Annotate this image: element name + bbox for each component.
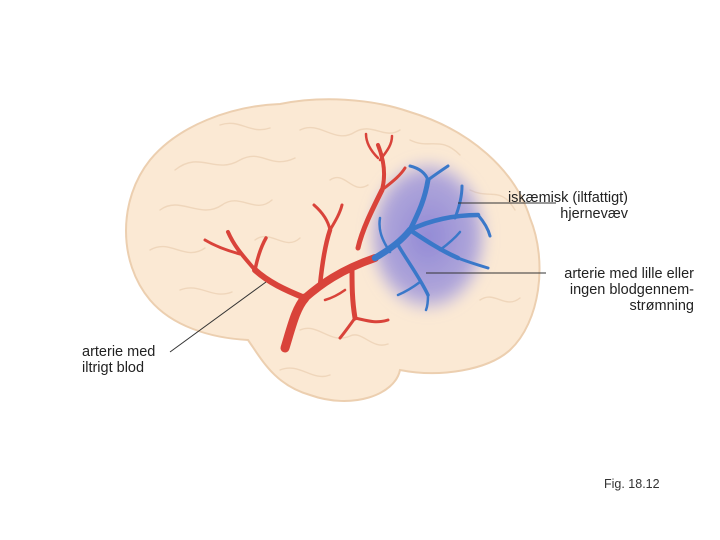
label-line: iltrigt blod	[82, 360, 145, 376]
label-line: ingen blodgennem-	[569, 282, 694, 298]
label-artery-low-flow: arterie med lille eller ingen blodgennem…	[564, 266, 694, 314]
label-line: strømning	[629, 298, 694, 314]
label-line: arterie med	[82, 344, 156, 360]
label-artery-oxygenated: arterie med iltrigt blod	[82, 344, 155, 376]
label-line: iskæmisk (iltfattigt)	[507, 190, 628, 206]
label-line: arterie med lille eller	[564, 266, 694, 282]
artery-low-flow	[371, 164, 492, 312]
figure-caption: Fig. 18.12	[604, 477, 660, 491]
label-line: hjernevæv	[560, 206, 628, 222]
artery-oxygenated	[203, 132, 407, 353]
leader-artery-oxy	[169, 281, 267, 353]
label-ischemic-tissue: iskæmisk (iltfattigt) hjernevæv	[508, 190, 628, 222]
leader-lines	[169, 202, 556, 353]
ischemic-zone	[368, 160, 488, 312]
